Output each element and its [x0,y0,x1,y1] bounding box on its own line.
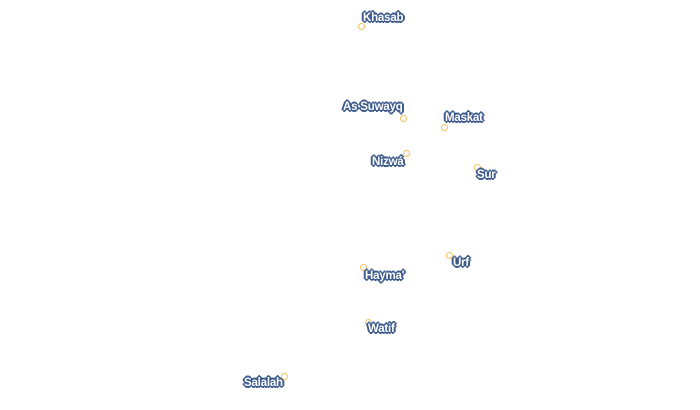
city-marker-sur[interactable] [474,164,481,171]
city-marker-maskat[interactable] [441,124,448,131]
city-label-urf: Urf [453,257,470,269]
city-label-salalah: Salalah [244,377,283,389]
city-label-khasab: Khasab [363,12,404,24]
city-marker-urf[interactable] [446,252,453,259]
city-label-nizwa: Nizwá [372,156,404,168]
city-marker-hayma[interactable] [360,264,367,271]
city-label-sur: Sur [477,169,496,181]
city-marker-watif[interactable] [365,319,372,326]
city-marker-khasab[interactable] [358,23,365,30]
city-label-as-suwayq: As Suwayq [343,101,403,113]
city-marker-as-suwayq[interactable] [400,115,407,122]
city-label-watif: Watif [368,323,395,335]
city-label-hayma: Hayma' [365,270,405,282]
city-marker-nizwa[interactable] [403,150,410,157]
city-label-maskat: Maskat [445,112,483,124]
city-marker-salalah[interactable] [281,373,288,380]
